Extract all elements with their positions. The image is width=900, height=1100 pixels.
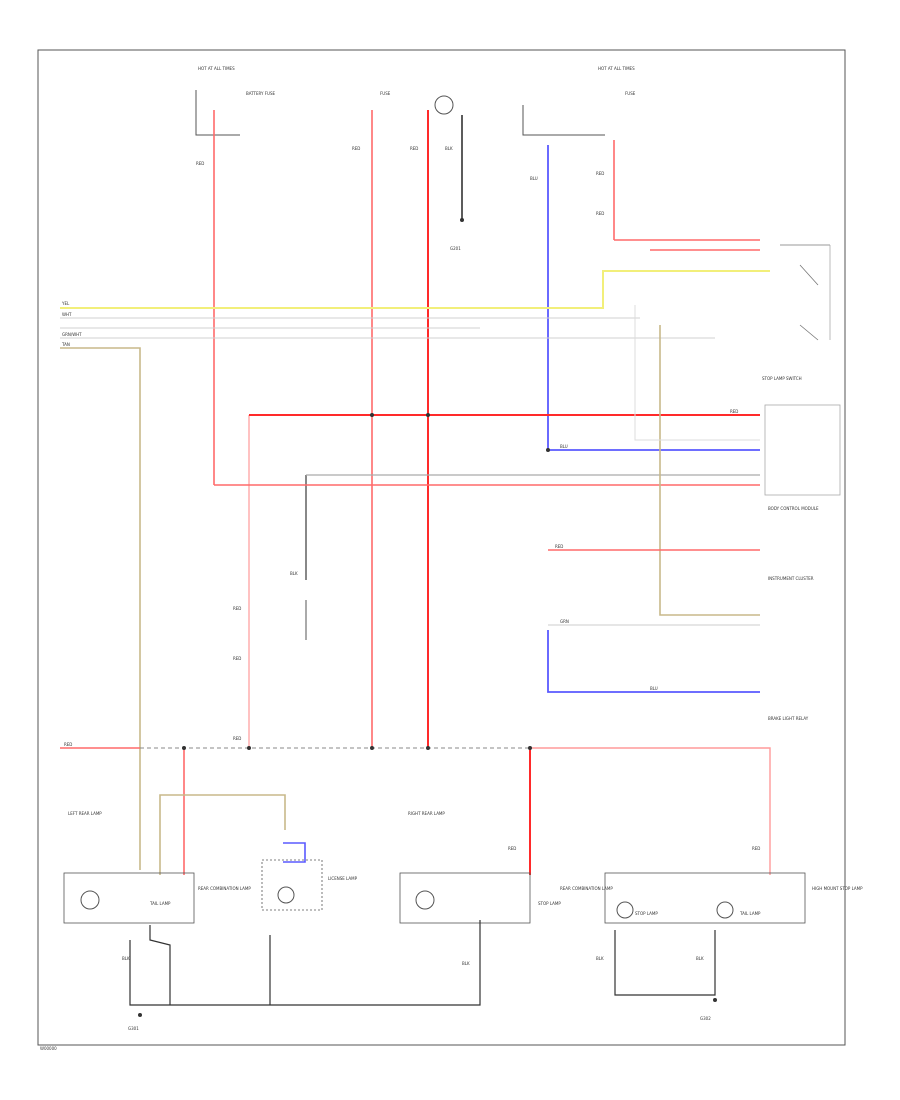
- wire-code-red-11: RED: [233, 606, 241, 611]
- right-rear-lamp-box: [399, 872, 531, 924]
- rear-combination-lamp-right-label: REAR COMBINATION LAMP: [560, 886, 613, 891]
- wire-ground-right-return: [614, 930, 716, 996]
- splice-dot-7: [426, 413, 430, 417]
- wire-code-grn-white-1: GRN/WHT: [62, 332, 82, 337]
- stop-lamp-switch-label: STOP LAMP SWITCH: [762, 376, 802, 381]
- tail-lamp-right-label: TAIL LAMP: [739, 911, 761, 916]
- tail-lamp-left-label: TAIL LAMP: [149, 901, 171, 906]
- wire-tan-upper-loop: [159, 794, 286, 875]
- ground-bottom-right-label: G302: [700, 1016, 711, 1021]
- wire-code-blue-1: BLU: [530, 176, 538, 181]
- splice-dot-3: [370, 746, 374, 750]
- wire-code-red-8: RED: [64, 742, 72, 747]
- wire-code-black-4: BLK: [696, 956, 704, 961]
- stop-lamp-left-label: STOP LAMP: [635, 911, 658, 916]
- diagram-frame: [37, 49, 846, 1046]
- wire-tan-bus: [60, 347, 141, 870]
- top-center-fuse-block: FUSE G201: [380, 91, 464, 251]
- fuse-left-label: BATTERY FUSE: [246, 91, 276, 96]
- hot-at-all-times-right-label: HOT AT ALL TIMES: [598, 66, 635, 71]
- high-mount-stop-lamp-label: HIGH MOUNT STOP LAMP: [812, 886, 863, 891]
- wire-code-red-9: RED: [508, 846, 516, 851]
- wire-red-right-drop: [530, 747, 771, 875]
- wire-code-red-1: RED: [196, 161, 204, 166]
- wire-code-red-5: RED: [596, 211, 604, 216]
- wire-gray-feed-right: [634, 305, 760, 441]
- license-lamp-box: [261, 859, 323, 911]
- wire-code-grn-1: GRN: [560, 619, 569, 624]
- ground-top-label: G201: [450, 246, 461, 251]
- right-rear-lamp-label: RIGHT REAR LAMP: [408, 811, 445, 816]
- rear-combination-lamp-left-label: REAR COMBINATION LAMP: [198, 886, 251, 891]
- wire-code-black-6: BLK: [290, 571, 298, 576]
- splice-dot-1: [182, 746, 186, 750]
- splice-dot-2: [247, 746, 251, 750]
- wire-code-red-12: RED: [233, 656, 241, 661]
- fuse-center-label: FUSE: [380, 91, 391, 96]
- high-mount-bulb-b: [716, 901, 734, 919]
- wire-code-yellow-1: YEL: [61, 301, 70, 306]
- wire-code-black-1: BLK: [445, 146, 453, 151]
- splice-dot-5: [528, 746, 532, 750]
- fuse-bracket-right: [522, 105, 605, 136]
- diagram-corner-code: W00000: [40, 1046, 57, 1051]
- wire-blue-lower: [547, 630, 760, 693]
- wire-code-red-2: RED: [352, 146, 360, 151]
- ground-bottom-right-dot: [713, 998, 717, 1002]
- wire-code-blue-3: BLU: [650, 686, 658, 691]
- top-right-fuse-block: HOT AT ALL TIMES FUSE: [522, 66, 636, 136]
- flasher-symbol: [434, 95, 454, 115]
- license-lamp-bulb: [277, 886, 295, 904]
- left-stop-lamp-bulb: [80, 890, 100, 910]
- wire-code-red-4: RED: [596, 171, 604, 176]
- wire-code-red-6: RED: [730, 409, 738, 414]
- ground-bottom-left-label: G301: [128, 1026, 139, 1031]
- wire-code-black-3: BLK: [596, 956, 604, 961]
- wire-code-red-3: RED: [410, 146, 418, 151]
- wire-code-red-7: RED: [555, 544, 563, 549]
- wire-code-white-1: WHT: [62, 312, 72, 317]
- brake-light-relay-label: BRAKE LIGHT RELAY: [768, 716, 809, 721]
- license-lamp-label: LICENSE LAMP: [328, 876, 358, 881]
- stop-lamp-right-label: STOP LAMP: [538, 901, 561, 906]
- high-mount-stop-lamp-box: [604, 872, 806, 924]
- top-left-fuse-block: HOT AT ALL TIMES BATTERY FUSE: [195, 66, 276, 136]
- splice-dot-4: [426, 746, 430, 750]
- wire-ground-left-loop: [149, 925, 171, 1005]
- left-rear-lamp-box: [63, 872, 195, 924]
- wire-code-black-5: BLK: [462, 961, 470, 966]
- splice-dot-8: [370, 413, 374, 417]
- wire-code-black-2: BLK: [122, 956, 130, 961]
- wire-tan-vertical-right: [659, 325, 760, 616]
- hot-at-all-times-left-label: HOT AT ALL TIMES: [198, 66, 235, 71]
- wire-blue-license: [283, 842, 306, 863]
- fuse-bracket-left: [195, 90, 240, 136]
- wire-code-red-13: RED: [233, 736, 241, 741]
- wire-code-blue-2: BLU: [560, 444, 568, 449]
- fuse-right-label: FUSE: [625, 91, 636, 96]
- body-control-module-box: [764, 404, 841, 496]
- wire-code-tan-1: TAN: [61, 342, 70, 347]
- left-rear-lamp-label: LEFT REAR LAMP: [68, 811, 102, 816]
- body-control-module-label: BODY CONTROL MODULE: [768, 506, 819, 511]
- splice-dot-6: [546, 448, 550, 452]
- right-stop-lamp-bulb: [415, 890, 435, 910]
- brake-switch-symbol: [780, 244, 831, 341]
- wire-yellow-bus: [60, 270, 770, 309]
- high-mount-bulb-a: [616, 901, 634, 919]
- wire-ground-left-return: [129, 920, 481, 1006]
- wire-code-red-10: RED: [752, 846, 760, 851]
- instrument-cluster-label: INSTRUMENT CLUSTER: [768, 576, 814, 581]
- ground-bottom-left-dot: [138, 1013, 142, 1017]
